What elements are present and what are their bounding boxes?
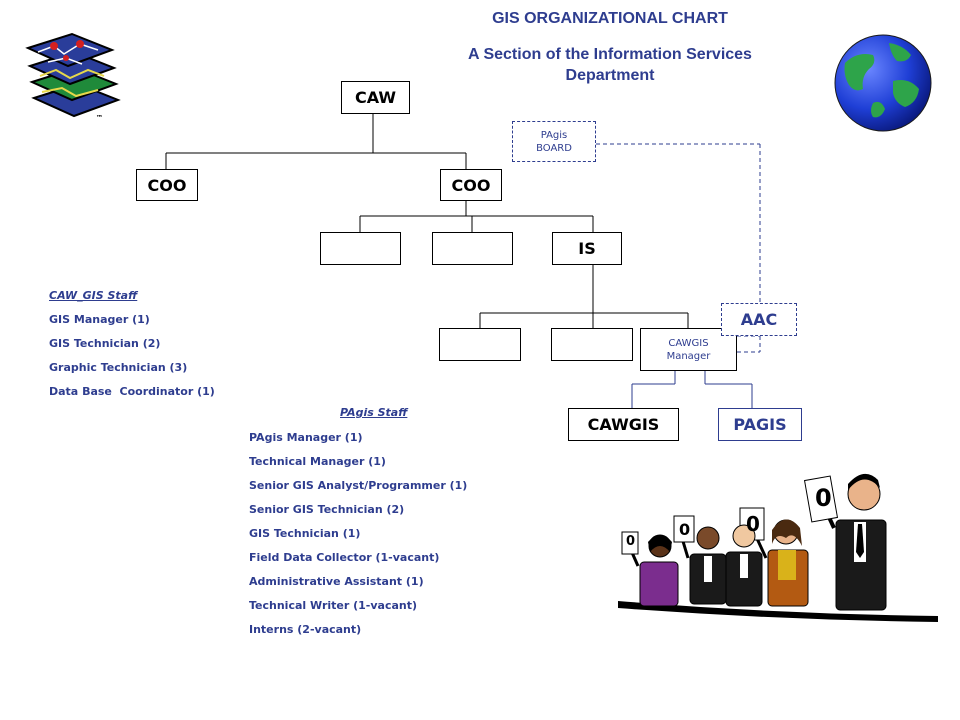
vote-card-value: 0 xyxy=(626,534,636,549)
pagis-staff-item: Senior GIS Technician (2) xyxy=(249,503,405,516)
globe-icon xyxy=(833,33,933,133)
pagis-staff-item: Technical Writer (1-vacant) xyxy=(249,599,418,612)
cawgis-manager-label: CAWGIS Manager xyxy=(666,337,711,362)
blank-box-3 xyxy=(439,328,521,361)
caw-gis-staff-item: GIS Technician (2) xyxy=(49,337,161,350)
pagis-staff-item: GIS Technician (1) xyxy=(249,527,361,540)
chart-subtitle: A Section of the Information Services De… xyxy=(468,46,752,84)
vote-card-value: 0 xyxy=(679,520,691,539)
caw-gis-staff-heading: CAW_GIS Staff xyxy=(49,289,138,302)
pagis-board-box: PAgis BOARD xyxy=(512,121,596,162)
pagis-box: PAGIS xyxy=(718,408,802,441)
caw-gis-staff-item: Data Base Coordinator (1) xyxy=(49,385,215,398)
coo-left-box: COO xyxy=(136,169,198,201)
coo-right-box: COO xyxy=(440,169,502,201)
trademark-mark: ™ xyxy=(96,114,103,122)
cawgis-box: CAWGIS xyxy=(568,408,679,441)
caw-gis-staff-item: Graphic Technician (3) xyxy=(49,361,188,374)
pagis-staff-item: Interns (2-vacant) xyxy=(249,623,362,636)
voting-people-illustration: 0 0 0 0 xyxy=(608,466,946,626)
chart-title: GIS ORGANIZATIONAL CHART xyxy=(492,10,728,27)
vote-card-value: 0 xyxy=(815,484,832,512)
is-box: IS xyxy=(552,232,622,265)
pagis-staff-heading: PAgis Staff xyxy=(340,406,408,419)
pagis-staff-item: Technical Manager (1) xyxy=(249,455,386,468)
pagis-staff-item: PAgis Manager (1) xyxy=(249,431,363,444)
caw-box: CAW xyxy=(341,81,410,114)
cawgis-manager-box: CAWGIS Manager xyxy=(640,328,737,371)
gis-layers-logo-icon: ™ xyxy=(18,18,130,130)
pagis-staff-item: Administrative Assistant (1) xyxy=(249,575,424,588)
pagis-board-label: PAgis BOARD xyxy=(536,129,572,154)
blank-box-1 xyxy=(320,232,401,265)
pagis-staff-item: Field Data Collector (1-vacant) xyxy=(249,551,440,564)
blank-box-4 xyxy=(551,328,633,361)
aac-box: AAC xyxy=(721,303,797,336)
caw-gis-staff-item: GIS Manager (1) xyxy=(49,313,150,326)
vote-card-value: 0 xyxy=(746,512,760,536)
pagis-staff-item: Senior GIS Analyst/Programmer (1) xyxy=(249,479,468,492)
blank-box-2 xyxy=(432,232,513,265)
